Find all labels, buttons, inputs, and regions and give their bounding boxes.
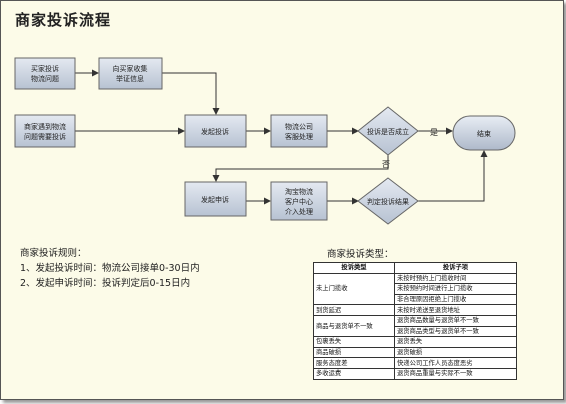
- node-taobao-center-line3: 介入处理: [285, 207, 313, 216]
- complaint-types-table: 投诉类型 投诉子项 未上门揽收 未按时预约上门揽收时间 未按预约时间进行上门揽收…: [313, 262, 517, 380]
- table-row: 服务态度差 快递公司工作人员态度恶劣: [313, 357, 517, 369]
- complaint-rules: 商家投诉规则： 1、发起投诉时间：物流公司接单0-30日内 2、发起申诉时间：投…: [20, 246, 200, 291]
- table-row: 未上门揽收 未按时预约上门揽收时间: [313, 272, 517, 306]
- subitem-cell: 退货商品数量与退货单不一致: [394, 314, 517, 327]
- table-row: 退货商品类型与退货单不一致: [314, 325, 517, 338]
- node-initiate-complaint: 发起投诉: [184, 114, 247, 148]
- subitem-cell: 未按时预约上门揽收时间: [394, 272, 517, 285]
- type-cell: 到货延迟: [313, 304, 395, 316]
- subitem-cell: 未按时递送至退货地址: [394, 304, 517, 316]
- node-initiate-appeal: 发起申诉: [184, 181, 247, 217]
- node-logistics-service: 物流公司 客服处理: [270, 114, 328, 148]
- type-cell: 多收运费: [313, 367, 395, 380]
- table-row: 未按预约时间进行上门揽收: [314, 283, 517, 295]
- connectors: [75, 69, 488, 205]
- node-buyer-complaint: 买家投诉 物流问题: [14, 57, 76, 90]
- edge-label-yes: 是: [430, 128, 438, 137]
- decision-complaint-valid-label: 投诉是否成立: [367, 127, 409, 136]
- node-end-label: 结束: [477, 129, 491, 138]
- type-cell: 包裹丢失: [313, 336, 395, 348]
- node-merchant-logistics-line1: 商家遇到物流: [24, 122, 66, 131]
- subitem-cell: 退货商品类型与退货单不一致: [394, 325, 517, 338]
- table-row: 包裹丢失 退货丢失: [313, 336, 517, 348]
- subitem-cell: 退货商品重量与实际不一致: [394, 367, 517, 380]
- type-cell: 服务态度差: [313, 357, 395, 369]
- decision-complaint-valid: 投诉是否成立: [357, 106, 419, 156]
- node-logistics-service-line2: 客服处理: [285, 132, 313, 141]
- node-initiate-appeal-label: 发起申诉: [201, 195, 229, 204]
- table-row: 商品破损 退货破损: [313, 346, 517, 359]
- subitem-cell: 未按预约时间进行上门揽收: [394, 283, 517, 295]
- rules-heading: 商家投诉规则：: [20, 248, 87, 259]
- subitem-cell: 退货破损: [394, 346, 517, 359]
- table-row: 商品与退货单不一致 退货商品数量与退货单不一致: [313, 314, 517, 338]
- column-header: 投诉子项: [394, 262, 517, 274]
- types-heading: 商家投诉类型：: [327, 249, 394, 260]
- node-initiate-complaint-label: 发起投诉: [201, 127, 229, 136]
- node-collect-evidence-line1: 向买家收集: [113, 64, 148, 73]
- page-title: 商家投诉流程: [15, 11, 112, 29]
- decision-judge-result-label: 判定投诉结果: [367, 197, 409, 206]
- node-buyer-complaint-line2: 物流问题: [31, 74, 59, 83]
- node-taobao-center-line1: 淘宝物流: [285, 187, 313, 196]
- node-merchant-logistics: 商家遇到物流 问题需要投诉: [14, 114, 76, 148]
- node-end: 结束: [452, 115, 516, 151]
- table-row: 到货延迟 未按时递送至退货地址: [313, 304, 517, 316]
- decision-judge-result: 判定投诉结果: [357, 177, 419, 225]
- rule-item: 2、发起申诉时间：投诉判定后0-15日内: [20, 278, 191, 289]
- node-taobao-center-line2: 客户中心: [285, 197, 313, 206]
- type-cell: 未上门揽收: [313, 272, 395, 306]
- edge-label-no: 否: [382, 160, 390, 169]
- type-cell: 商品与退货单不一致: [313, 314, 395, 338]
- node-taobao-center: 淘宝物流 客户中心 介入处理: [270, 181, 328, 221]
- rule-item: 1、发起投诉时间：物流公司接单0-30日内: [20, 263, 200, 274]
- column-header: 投诉类型: [313, 262, 395, 274]
- node-buyer-complaint-line1: 买家投诉: [31, 64, 59, 73]
- subitem-cell: 非合理原因拒绝上门揽收: [394, 293, 517, 306]
- node-collect-evidence-line2: 举证信息: [116, 74, 144, 83]
- subitem-cell: 退货丢失: [394, 336, 517, 348]
- node-collect-evidence: 向买家收集 举证信息: [98, 57, 163, 90]
- table-row: 多收运费 退货商品重量与实际不一致: [313, 367, 517, 380]
- table-row: 非合理原因拒绝上门揽收: [314, 293, 517, 306]
- node-logistics-service-line1: 物流公司: [285, 122, 313, 131]
- type-cell: 商品破损: [313, 346, 395, 359]
- node-merchant-logistics-line2: 问题需要投诉: [24, 132, 66, 141]
- subitem-cell: 快递公司工作人员态度恶劣: [394, 357, 517, 369]
- table-header-row: 投诉类型 投诉子项: [313, 262, 517, 274]
